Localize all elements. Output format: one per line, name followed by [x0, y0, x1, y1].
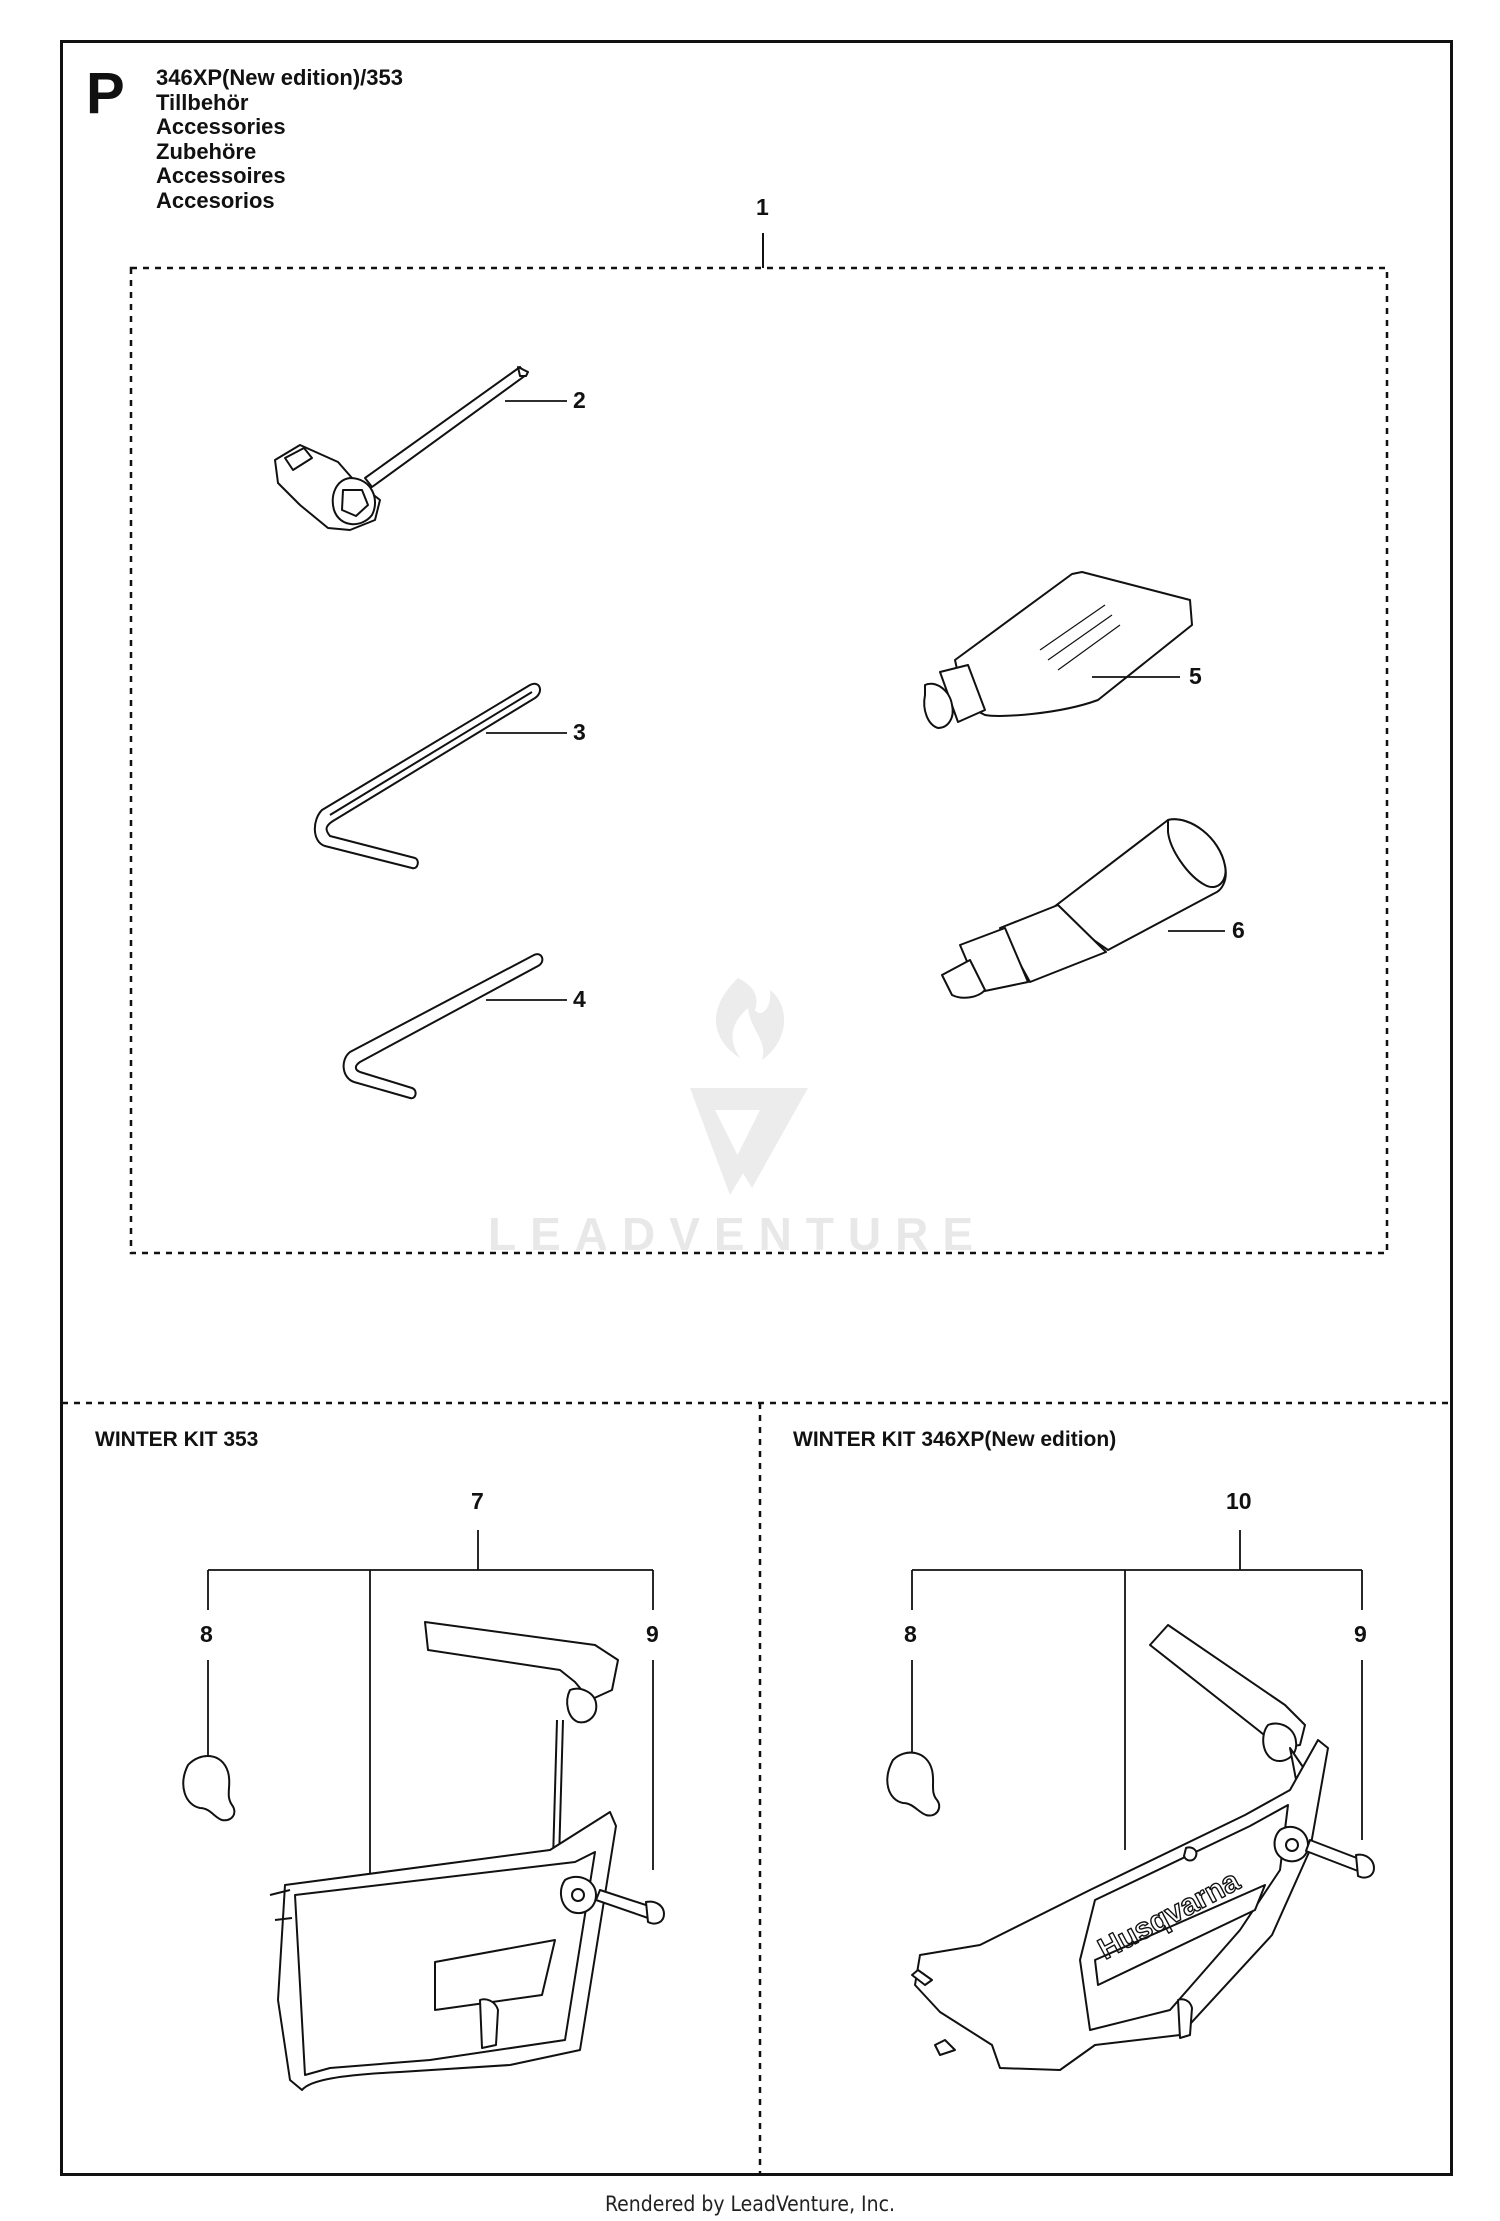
callout-1: 1: [756, 194, 769, 220]
side-cover-right: [911, 1739, 1329, 2071]
model-title: 346XP(New edition)/353: [156, 65, 403, 90]
screw-left: [595, 1889, 665, 1925]
callout-5: 5: [1189, 663, 1202, 689]
title-block: 346XP(New edition)/353 Tillbehör Accesso…: [156, 65, 403, 213]
hex-key-short: [342, 953, 544, 1100]
title-french: Accessoires: [156, 163, 286, 188]
callout-3: 3: [573, 719, 586, 745]
callout-9-left: 9: [646, 1621, 659, 1647]
callout-10: 10: [1226, 1488, 1252, 1514]
hex-key-long: [313, 682, 541, 870]
winter-kit-346xp-title: WINTER KIT 346XP(New edition): [793, 1428, 1117, 1451]
winter-kit-353-title: WINTER KIT 353: [95, 1428, 259, 1451]
watermark: LEADVENTURE: [488, 1208, 988, 1260]
kit-1-boundary: [129, 266, 1389, 1255]
title-spanish: Accesorios: [156, 187, 275, 213]
cover-plug-left: [182, 1755, 236, 1822]
footer-credit: Rendered by LeadVenture, Inc.: [605, 2192, 895, 2216]
kit-7-bracket: [207, 1530, 654, 1880]
callout-8-left: 8: [200, 1621, 213, 1647]
title-swedish: Tillbehör: [156, 89, 249, 115]
grease-tube: [923, 571, 1193, 729]
callout-9-right: 9: [1354, 1621, 1367, 1647]
watermark-logo: [690, 978, 808, 1195]
title-english: Accessories: [156, 114, 286, 139]
side-cover-left: [269, 1811, 617, 2091]
cover-plug-right: [886, 1751, 941, 1817]
combination-wrench: [274, 366, 529, 531]
title-german: Zubehöre: [156, 138, 257, 164]
callout-8-right: 8: [904, 1621, 917, 1647]
callout-4: 4: [573, 986, 586, 1012]
kit-10-bracket: [911, 1530, 1363, 1850]
screw-right: [1305, 1839, 1375, 1879]
callout-7: 7: [471, 1488, 484, 1514]
diagram-frame: [60, 40, 1453, 2176]
winter-cover-right: [1149, 1624, 1311, 1801]
bearing-tool: [941, 818, 1227, 999]
page-letter: P: [86, 61, 125, 126]
callout-6: 6: [1232, 917, 1245, 943]
callout-2: 2: [573, 387, 586, 413]
